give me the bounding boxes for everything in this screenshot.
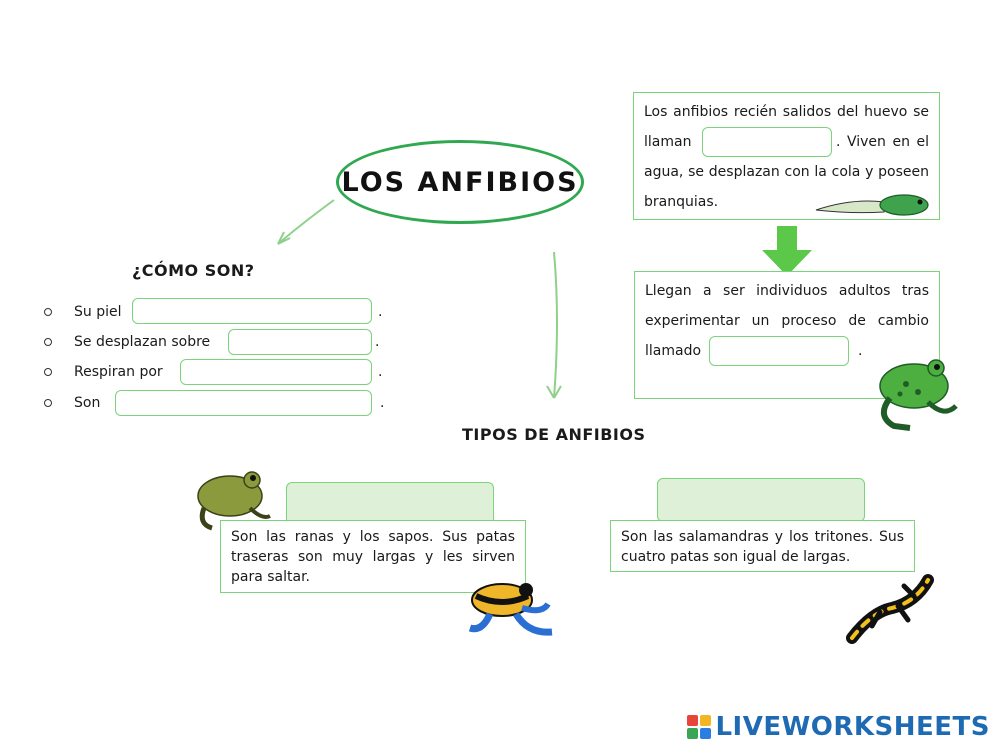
tipos-heading: TIPOS DE ANFIBIOS — [462, 425, 646, 444]
frogs-description: Son las ranas y los sapos. Sus patas tra… — [231, 529, 515, 585]
salamanders-description: Son las salamandras y los tritones. Sus … — [621, 529, 904, 565]
larva-input[interactable] — [702, 127, 832, 157]
period: . — [378, 304, 383, 320]
bullet-icon — [44, 308, 52, 316]
list-item-label: Son — [74, 395, 101, 411]
frog-icon — [879, 359, 958, 431]
list-item: Se desplazan sobre — [44, 328, 210, 356]
como-son-heading: ¿CÓMO SON? — [132, 261, 255, 280]
liveworksheets-logo: LIVEWORKSHEETS — [687, 712, 990, 742]
page-title: LOS ANFIBIOS — [341, 166, 579, 198]
larva-text-after: . Viven en el agua, se desplazan con la … — [644, 134, 929, 210]
bullet-icon — [44, 399, 52, 407]
metamorfosis-input[interactable] — [709, 336, 850, 366]
brand-name: LIVEWORKSHEETS — [715, 712, 990, 742]
adult-text-before: Llegan a ser individuos adultos tras exp… — [645, 283, 929, 359]
title-oval: LOS ANFIBIOS — [336, 140, 584, 224]
arrow-to-tipos — [546, 251, 562, 399]
salamanders-type-input[interactable] — [657, 478, 865, 522]
piel-input[interactable] — [132, 298, 372, 324]
logo-icon — [687, 715, 712, 739]
period: . — [380, 395, 385, 411]
tadpole-icon — [815, 194, 929, 216]
list-item-label: Se desplazan sobre — [74, 334, 211, 350]
arrow-to-como-son — [277, 199, 335, 245]
down-arrow-icon — [762, 226, 812, 276]
list-item: Su piel — [44, 298, 122, 326]
desplazan-input[interactable] — [228, 329, 372, 355]
list-item-label: Respiran por — [74, 364, 163, 380]
salamander-icon — [846, 574, 934, 644]
list-item: Respiran por — [44, 358, 163, 386]
poison-dart-frog-icon — [468, 583, 553, 636]
salamanders-description-box: Son las salamandras y los tritones. Sus … — [610, 520, 915, 572]
frogs-description-box: Son las ranas y los sapos. Sus patas tra… — [220, 520, 526, 593]
bullet-icon — [44, 338, 52, 346]
bullet-icon — [44, 368, 52, 376]
list-item: Son — [44, 389, 100, 417]
period: . — [375, 334, 380, 350]
respiran-input[interactable] — [180, 359, 372, 385]
son-input[interactable] — [115, 390, 372, 416]
period: . — [378, 364, 383, 380]
larva-text-before: Los anfibios recién salidos del huevo se… — [644, 104, 929, 150]
list-item-label: Su piel — [74, 304, 122, 320]
toad-icon — [197, 471, 271, 531]
adult-text-after: . — [857, 343, 863, 359]
